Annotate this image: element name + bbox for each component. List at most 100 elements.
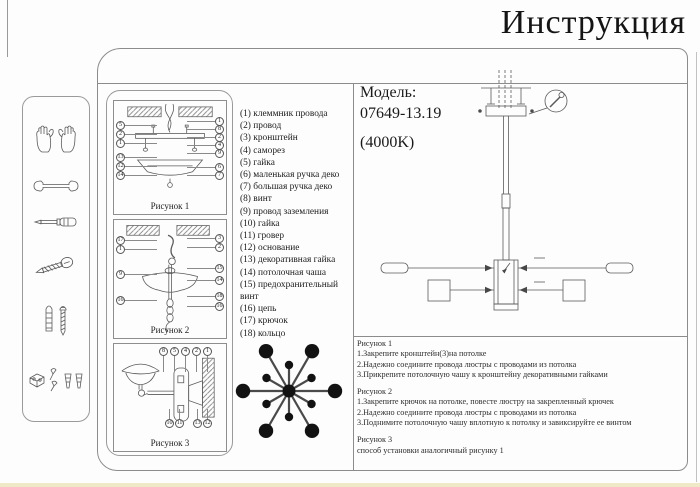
wrench-icon bbox=[33, 180, 79, 192]
callout-leader-line bbox=[125, 300, 157, 301]
callout-leader-line bbox=[187, 238, 215, 239]
callout-badge: 2 bbox=[192, 347, 201, 356]
callout-leader-line bbox=[174, 356, 175, 372]
callout-badge: 10 bbox=[165, 419, 174, 428]
callout-leader-line bbox=[187, 306, 215, 307]
part-item: (1) клеммник провода bbox=[240, 109, 328, 119]
chandelier-assembly-diagram bbox=[353, 58, 693, 336]
callout-badge: 5 bbox=[116, 121, 125, 130]
part-item: (4) саморез bbox=[240, 145, 285, 156]
callout-leader-line bbox=[187, 280, 215, 281]
instruction-step: 1.Закрепите крючок на потолке, повесте л… bbox=[357, 397, 614, 407]
instruction-step: 3.Поднимите потолочную чашу вплотную к п… bbox=[357, 418, 632, 428]
callout-badge: 9 bbox=[215, 149, 224, 158]
callout-badge: 1 bbox=[116, 139, 125, 148]
callout-leader-line bbox=[187, 121, 215, 122]
part-item: (7) большая ручка деко bbox=[240, 182, 333, 193]
callout-badge: 1 bbox=[203, 347, 212, 356]
part-item: (2) провод bbox=[240, 121, 282, 132]
anchor-and-screw-icon bbox=[45, 305, 67, 336]
hook-mount-diagram bbox=[126, 225, 210, 332]
callout-leader-line bbox=[125, 274, 157, 275]
callout-leader-line bbox=[187, 268, 215, 269]
callout-badge: 11 bbox=[175, 419, 184, 428]
callout-badge: 15 bbox=[215, 264, 224, 273]
part-item: (15) предохранительный винт bbox=[240, 279, 339, 303]
page-edge-line bbox=[7, 0, 8, 57]
callout-leader-line bbox=[197, 409, 198, 419]
figure-caption: Рисунок 1 bbox=[150, 201, 190, 211]
gloves-icon bbox=[36, 125, 76, 153]
callout-leader-line bbox=[187, 129, 215, 130]
hardware-parts-icon bbox=[29, 367, 83, 392]
callout-badge: 12 bbox=[116, 162, 125, 171]
instruction-step: способ установки аналогичный рисунку 1 bbox=[357, 445, 504, 455]
page-edge-line bbox=[696, 52, 697, 482]
part-item: (9) провод заземления bbox=[240, 206, 329, 217]
callout-leader-line bbox=[185, 356, 186, 372]
callout-leader-line bbox=[125, 125, 157, 126]
callout-badge: 18 bbox=[215, 292, 224, 301]
part-item: (13) декоративная гайка bbox=[240, 255, 336, 266]
callout-leader-line bbox=[169, 409, 170, 419]
callout-badge: 13 bbox=[116, 153, 125, 162]
callout-leader-line bbox=[187, 145, 215, 146]
content-frame bbox=[97, 48, 688, 471]
parts-list: (1) клеммник провода (2) провод(3) кроншт… bbox=[240, 108, 353, 340]
part-item: (6) маленькая ручка деко bbox=[240, 170, 340, 181]
callout-leader-line bbox=[187, 296, 215, 297]
callout-badge: 9 bbox=[116, 270, 125, 279]
page-title: Инструкция bbox=[500, 4, 686, 41]
instruction-heading: Рисунок 1 bbox=[357, 339, 393, 348]
divider bbox=[98, 83, 687, 84]
callout-badge: 16 bbox=[116, 296, 125, 305]
model-label: Модель: bbox=[360, 84, 417, 101]
instruction-step: 3.Прикрепите потолочную чашу к кронштейн… bbox=[357, 369, 608, 379]
callout-leader-line bbox=[207, 409, 208, 419]
model-color-temperature: (4000K) bbox=[360, 134, 415, 151]
required-tools-panel bbox=[22, 96, 90, 422]
callout-badge: 2 bbox=[116, 130, 125, 139]
instruction-heading: Рисунок 2 bbox=[357, 387, 393, 397]
callout-leader-line bbox=[179, 409, 180, 419]
callout-leader-line bbox=[125, 143, 157, 144]
callout-leader-line bbox=[125, 249, 157, 250]
part-item: (8) винт bbox=[240, 194, 272, 205]
callout-leader-line bbox=[187, 153, 215, 154]
callout-leader-line bbox=[125, 175, 157, 176]
part-item: (11) гровер bbox=[240, 231, 285, 242]
callout-badge: 16 bbox=[215, 302, 224, 311]
callout-leader-line bbox=[187, 175, 215, 176]
callout-badge: 12 bbox=[203, 419, 212, 428]
callout-leader-line bbox=[125, 157, 157, 158]
callout-badge: 13 bbox=[193, 419, 202, 428]
flat-screwdriver-icon bbox=[33, 218, 77, 227]
instruction-heading: Рисунок 3 bbox=[357, 435, 393, 445]
part-item: (16) цепь bbox=[240, 304, 277, 315]
callout-badge: 5 bbox=[170, 347, 179, 356]
callout-leader-line bbox=[163, 356, 164, 372]
part-item: (3) кронштейн bbox=[240, 133, 298, 144]
callout-badge: 14 bbox=[116, 171, 125, 180]
callout-badge: 8 bbox=[159, 347, 168, 356]
part-item: (5) гайка bbox=[240, 157, 275, 168]
tapping-screw-icon bbox=[35, 256, 74, 273]
instruction-step: 2.Надежно соедините провода люстры с про… bbox=[357, 359, 577, 369]
callout-badge: 14 bbox=[215, 276, 224, 285]
instruction-step: 2.Надежно соедините провода люстры с про… bbox=[357, 407, 577, 417]
callout-leader-line bbox=[196, 356, 197, 372]
divider bbox=[353, 83, 354, 470]
part-item: (18) кольцо bbox=[240, 328, 286, 339]
model-number: 07649-13.19 bbox=[360, 105, 442, 122]
callout-badge: 2 bbox=[215, 243, 224, 252]
callout-leader-line bbox=[187, 247, 215, 248]
bracket-mount-diagram bbox=[127, 103, 213, 188]
callout-leader-line bbox=[207, 356, 208, 372]
